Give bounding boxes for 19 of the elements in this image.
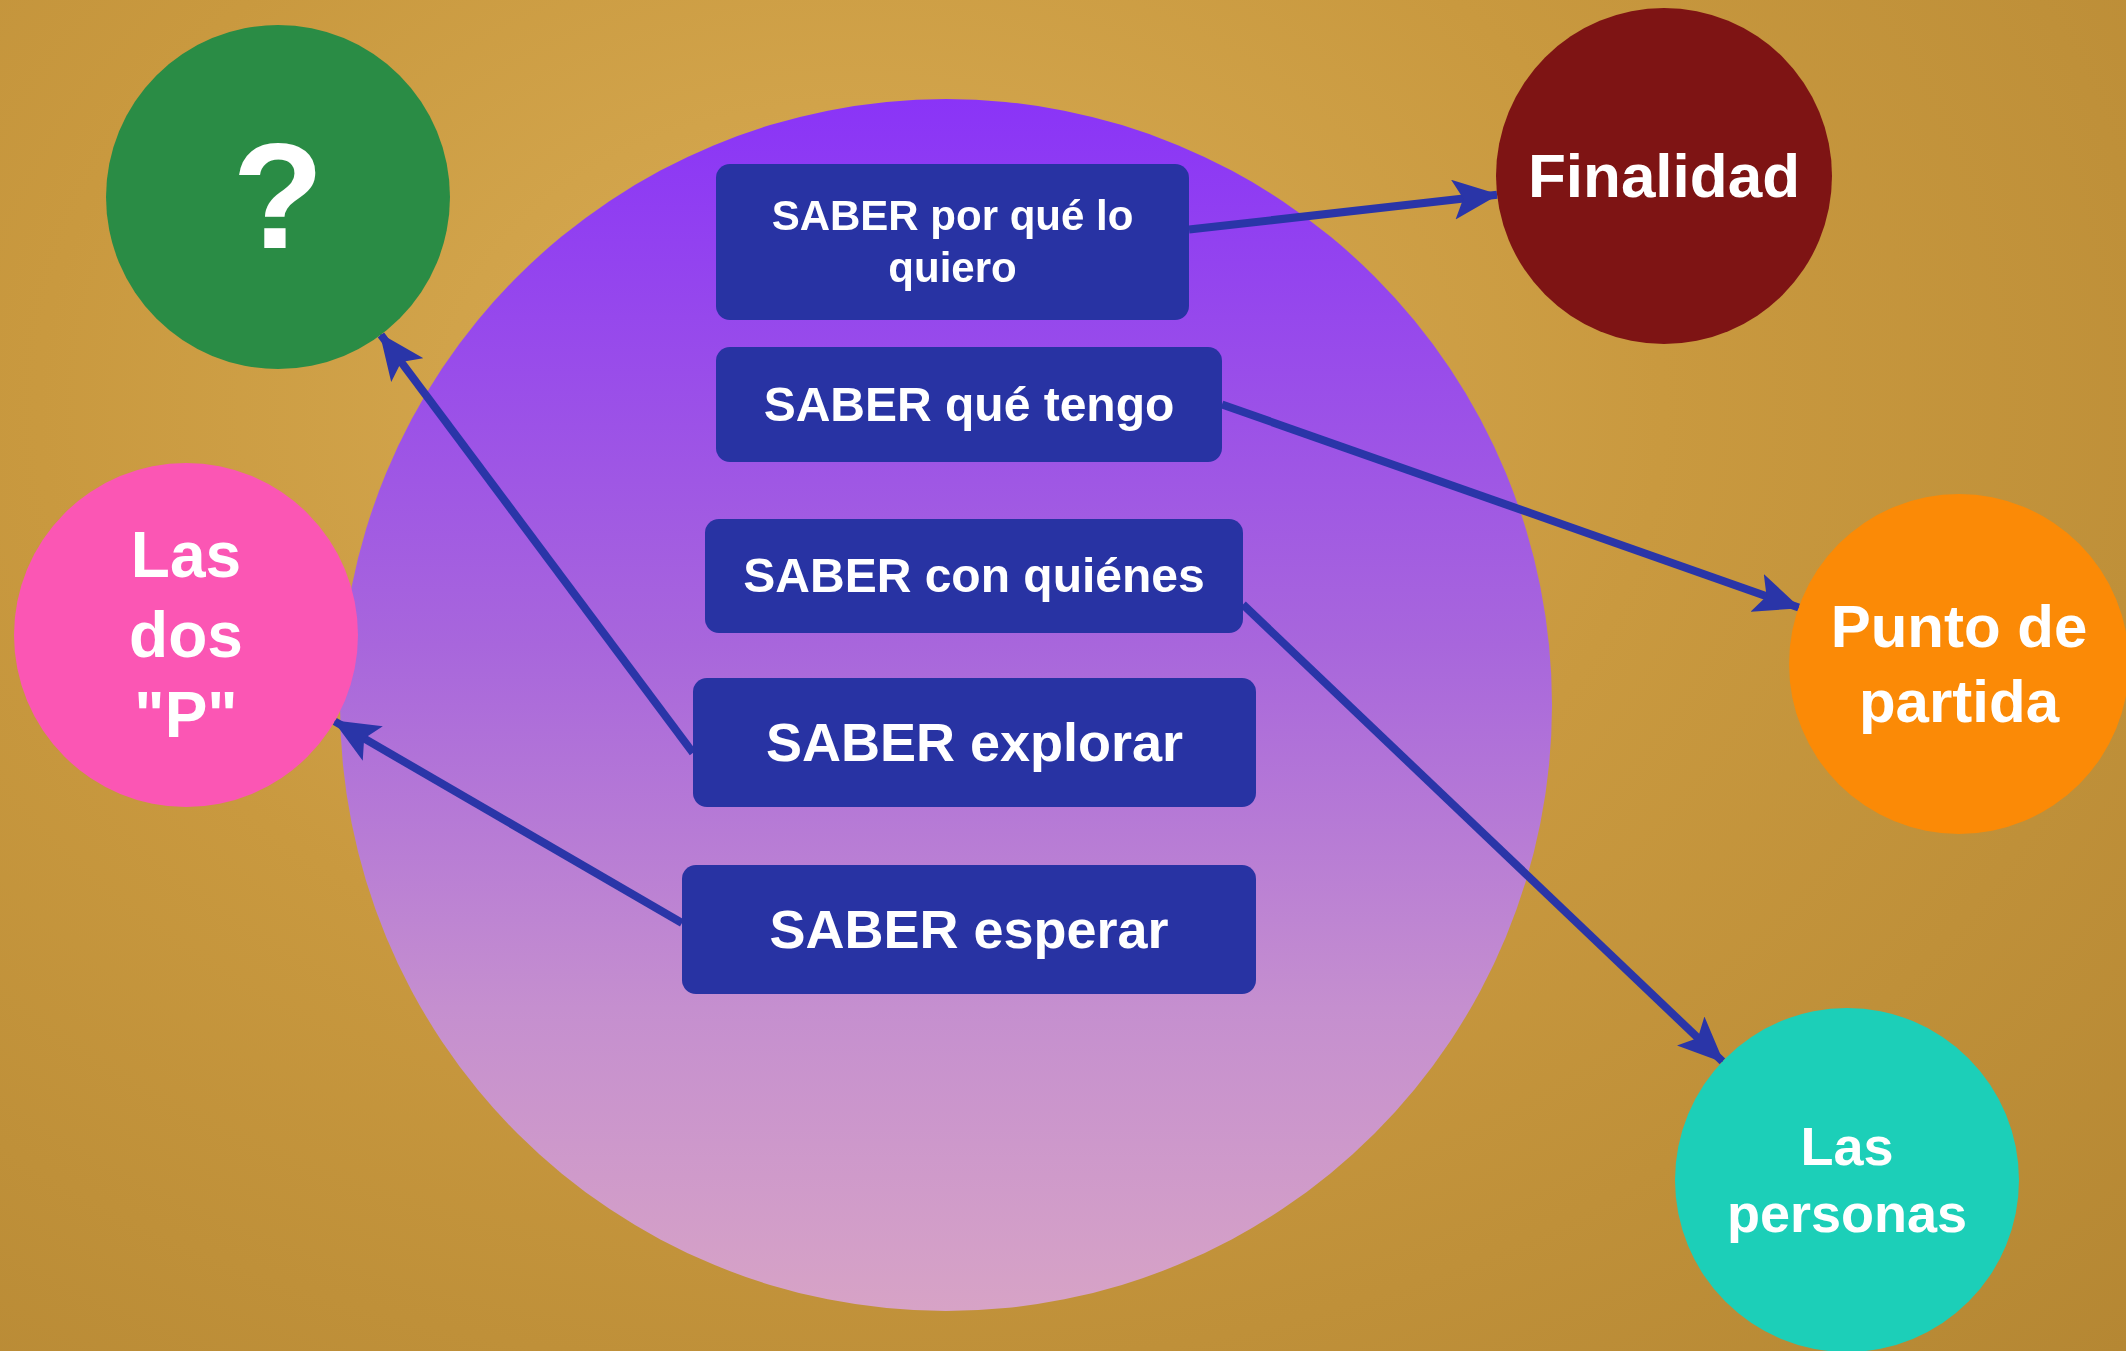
arrow [332,717,684,927]
node-label: SABER esperar [769,897,1169,961]
node-label: Las personas [1725,1114,1969,1245]
arrow [1220,400,1801,612]
arrow [1188,179,1500,234]
label-box [705,519,1243,633]
arrow [1240,601,1726,1065]
node-label: ? [232,111,324,283]
node-label: Finalidad [1527,140,1801,213]
node-label: SABER explorar [765,710,1184,774]
node-label: Punto de partida [1829,592,2089,737]
label-box [693,678,1256,807]
node-label: SABER por qué lo quiero [770,190,1135,293]
label-box [716,347,1222,462]
label-box [716,164,1189,320]
label-box [682,865,1256,994]
node-label: Las dos "P" [128,518,244,753]
node-label: SABER qué tengo [763,376,1175,433]
node-label: SABER con quiénes [743,548,1205,604]
